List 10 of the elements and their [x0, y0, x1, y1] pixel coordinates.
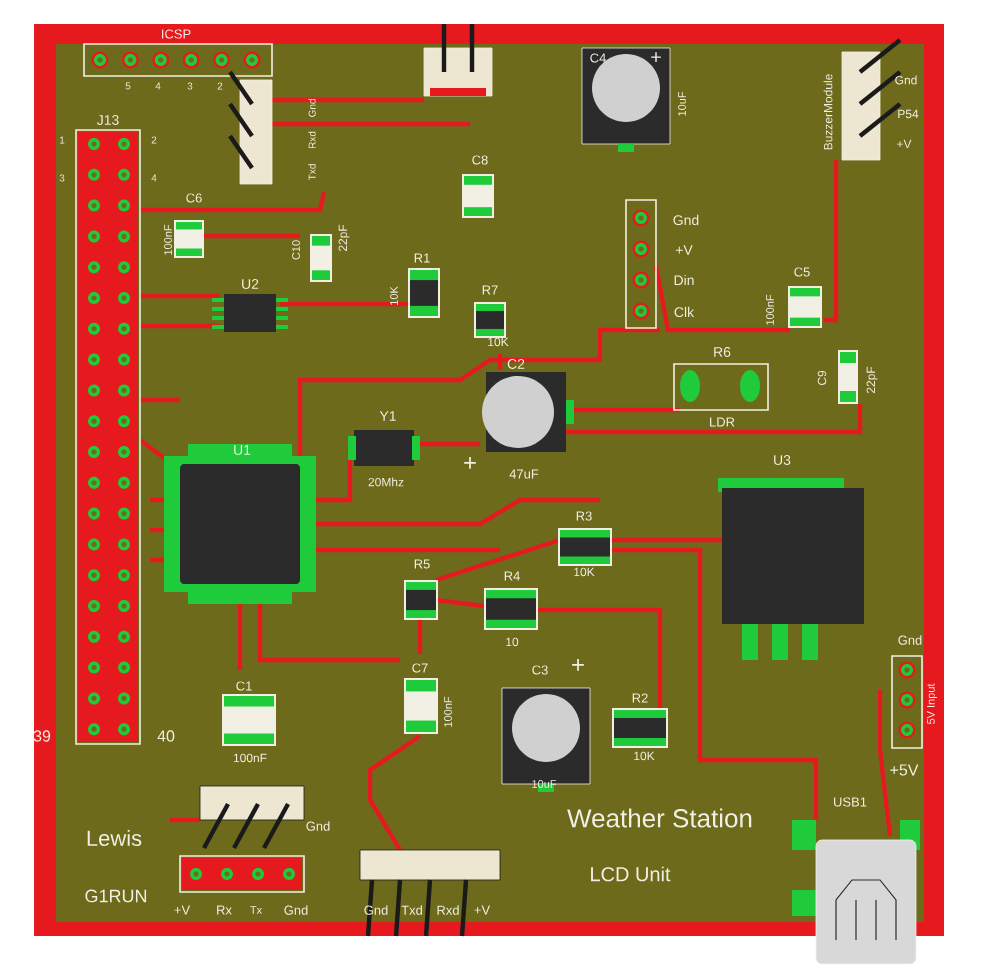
silkscreen-label: LCD Unit [591, 866, 671, 882]
silkscreen-label: 40 [157, 730, 175, 742]
silkscreen-label: + [651, 52, 661, 62]
silkscreen-label: +5V [890, 764, 919, 776]
silkscreen-label: + [464, 457, 476, 469]
silkscreen-label: Weather Station [567, 808, 752, 828]
silkscreen-label: 39 [33, 730, 51, 742]
silkscreen-label: Lewis [87, 829, 142, 847]
silkscreen-label: + [572, 659, 584, 671]
silkscreen-label: G1RUN [85, 889, 147, 903]
